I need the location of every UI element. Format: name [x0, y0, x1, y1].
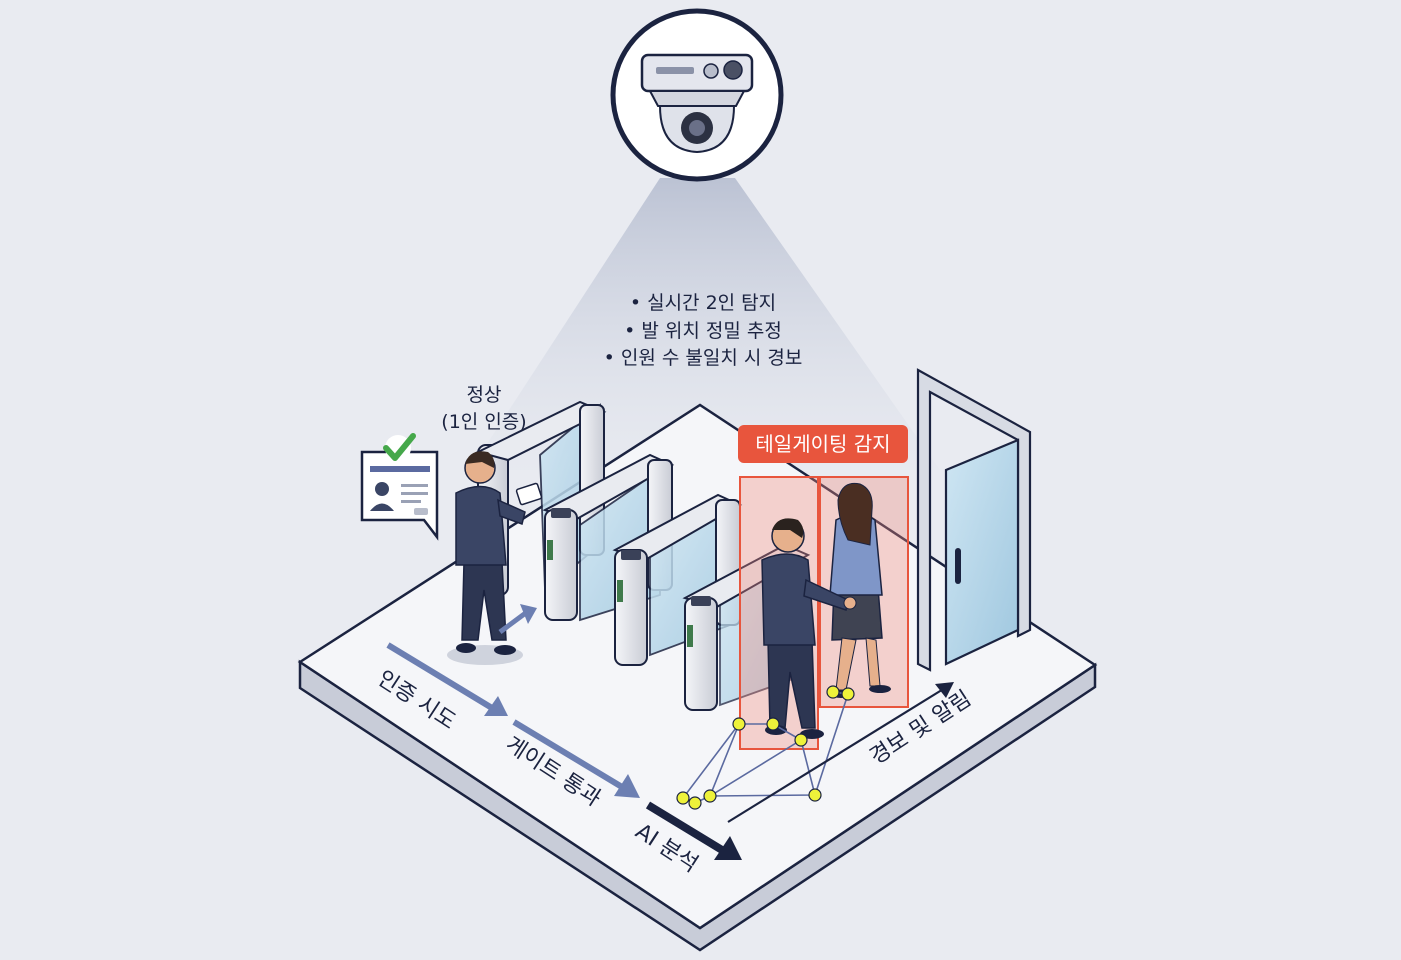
ceiling-camera: [610, 8, 784, 182]
step-arrow-3: [645, 801, 742, 860]
normal-walk-arrow-head: [520, 604, 537, 624]
foot-keypoint-graph: [676, 685, 855, 810]
camera-view-cone: [470, 178, 940, 470]
normal-label: 정상: [467, 384, 502, 406]
feature-count-alarm: • 인원 수 불일치 시 경보: [604, 347, 803, 369]
step-arrow-1: [386, 642, 508, 716]
check-icon: [383, 433, 416, 461]
step-arrow-4: [727, 682, 954, 823]
authorized-person: [447, 451, 543, 665]
tailgating-alert-badge: 테일게이팅 감지: [738, 425, 908, 463]
id-card-bubble: [360, 433, 439, 541]
exit-door: [916, 368, 1032, 672]
feature-realtime-detection: • 실시간 2인 탐지: [630, 292, 776, 314]
normal-walk-arrow: [498, 609, 529, 635]
camera-feature-list: • 실시간 2인 탐지 • 발 위치 정밀 추정 • 인원 수 불일치 시 경보: [604, 292, 803, 369]
feature-foot-position: • 발 위치 정밀 추정: [624, 320, 782, 342]
step-arrow-2: [512, 719, 640, 798]
normal-sublabel: (1인 인증): [441, 411, 526, 433]
tailgating-alert-text: 테일게이팅 감지: [755, 432, 890, 456]
